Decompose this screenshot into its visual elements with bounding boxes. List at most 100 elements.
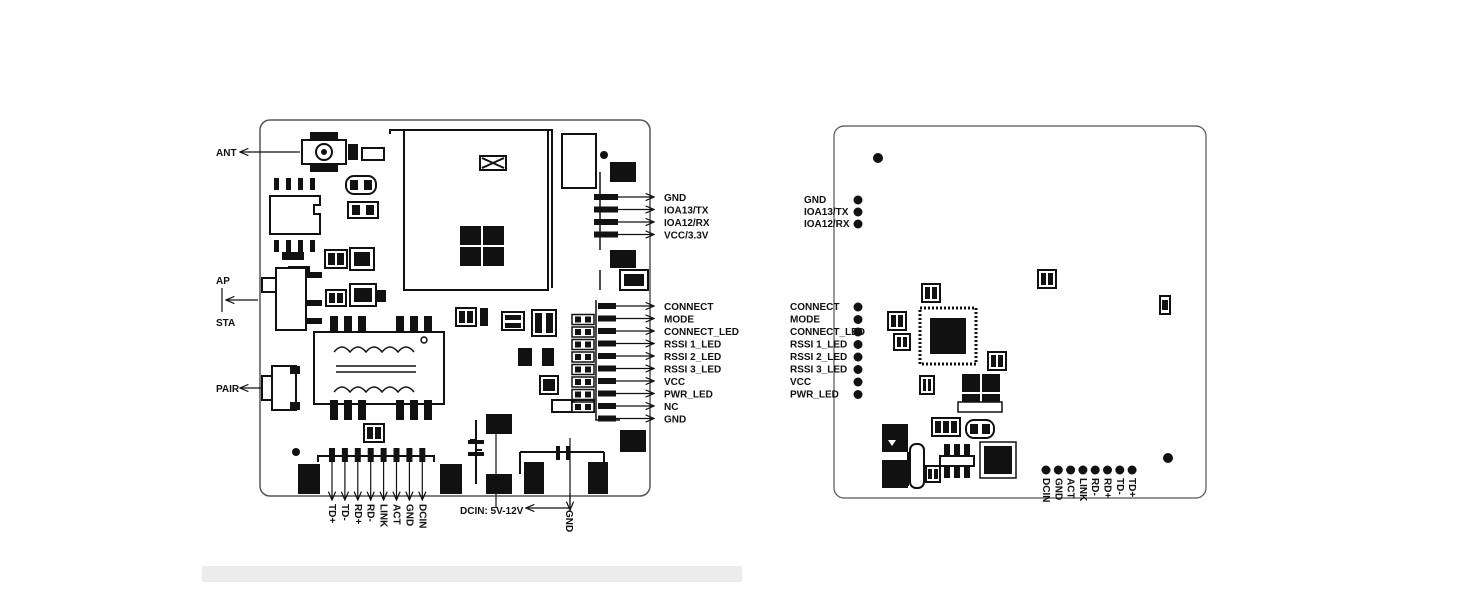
label-top-ioa12-rx: IOA12/RX [664,218,710,229]
label-back-bottom-link: LINK [1077,478,1088,502]
label-back-bottom-act: ACT [1065,478,1076,499]
label-back-left-connect-led: CONNECT_LED [790,327,865,338]
power-section [468,414,608,510]
label-back-bottom-td: TD+ [1126,478,1137,497]
label-bottom-td: TD+ [326,504,337,523]
pair-button [261,365,300,411]
pad-pair [571,351,595,363]
label-back-left-rssi-2-led: RSSI 2_LED [790,352,847,363]
pad-pair [571,313,595,326]
qfn-chip [918,306,978,366]
back-bottom-pin-7 [1127,465,1137,475]
pad [575,329,581,335]
right-pin-7 [598,390,616,397]
label-bottom-link: LINK [378,504,389,528]
back-left-pad-2 [853,327,863,337]
wifi-module [389,129,553,291]
back-left-pad-1 [853,315,863,324]
pad [575,379,581,385]
label-top-gnd: GND [664,193,686,204]
label-right-gnd: GND [664,415,686,426]
pad [575,316,581,323]
pad [585,366,591,373]
front-caption-bar [202,566,742,582]
label-back-bottom-rd: RD+ [1102,478,1113,498]
label-right-vcc: VCC [664,377,685,388]
back-board-outline [833,125,1207,499]
right-pin-6 [598,378,616,384]
top-pin-3 [594,231,618,238]
label-back-left-vcc: VCC [790,377,811,388]
pad-pair [571,326,595,338]
label-pair: PAIR [216,384,240,395]
label-power-gnd: GND [563,510,574,532]
bottom-pin-6 [406,448,413,462]
label-back-left-mode: MODE [790,315,820,326]
crystal [561,133,597,189]
back-bottom-pin-4 [1090,465,1100,475]
label-top-ioa13-tx: IOA13/TX [664,206,709,217]
pad [585,391,591,398]
label-right-connect-led: CONNECT_LED [664,327,739,338]
back-bottom-pin-2 [1066,465,1076,475]
bottom-pin-7 [419,448,426,462]
pad [585,341,591,348]
label-right-rssi-1-led: RSSI 1_LED [664,340,721,351]
label-right-mode: MODE [664,315,694,326]
back-left-pad-5 [853,365,863,374]
label-ap: AP [216,276,230,287]
back-left-pad-7 [853,390,863,399]
label-right-pwr-led: PWR_LED [664,390,713,401]
back-board [833,125,1207,499]
label-dcin: DCIN: 5V-12V [460,506,524,517]
label-back-left-pwr-led: PWR_LED [790,390,839,401]
back-left-pad-0 [853,302,863,312]
label-back-bottom-dcin: DCIN [1040,478,1051,502]
label-bottom-td: TD- [339,504,350,521]
pad-pair [571,363,595,376]
label-bottom-rd: RD- [365,504,376,522]
right-pin-9 [598,415,616,422]
antenna-connector [301,132,385,172]
label-sta: STA [216,318,235,329]
label-bottom-dcin: DCIN [416,504,427,528]
label-top-vcc-3-3v: VCC/3.3V [664,231,709,242]
back-top-pad-1 [853,207,863,217]
label-back-bottom-rd: RD- [1089,478,1100,496]
right-pin-3 [598,340,616,347]
pad-pair [571,401,595,413]
right-pin-5 [598,365,616,372]
right-pin-2 [598,328,616,334]
label-right-rssi-3-led: RSSI 3_LED [664,365,721,376]
back-small-parts [882,269,1171,489]
back-bottom-pin-5 [1103,465,1112,475]
bottom-pin-5 [393,448,400,462]
label-back-left-rssi-1-led: RSSI 1_LED [790,340,847,351]
bottom-pin-1 [341,448,348,462]
label-bottom-rd: RD+ [352,504,363,524]
pad-pair [571,388,595,401]
label-back-top-ioa12-rx: IOA12/RX [804,219,850,230]
front-small-parts [269,175,379,274]
pad [585,404,591,410]
pad [585,354,591,360]
ap-sta-switch [261,267,386,331]
back-left-pad-6 [853,377,863,387]
pad [585,379,591,385]
top-pin-1 [594,206,618,213]
bottom-pin-4 [380,448,387,462]
pad [575,366,581,373]
right-pin-0 [598,303,616,309]
label-bottom-act: ACT [391,504,402,525]
back-bottom-pin-1 [1053,465,1063,475]
label-right-nc: NC [664,402,678,413]
right-pin-8 [598,403,616,409]
pad [575,391,581,398]
